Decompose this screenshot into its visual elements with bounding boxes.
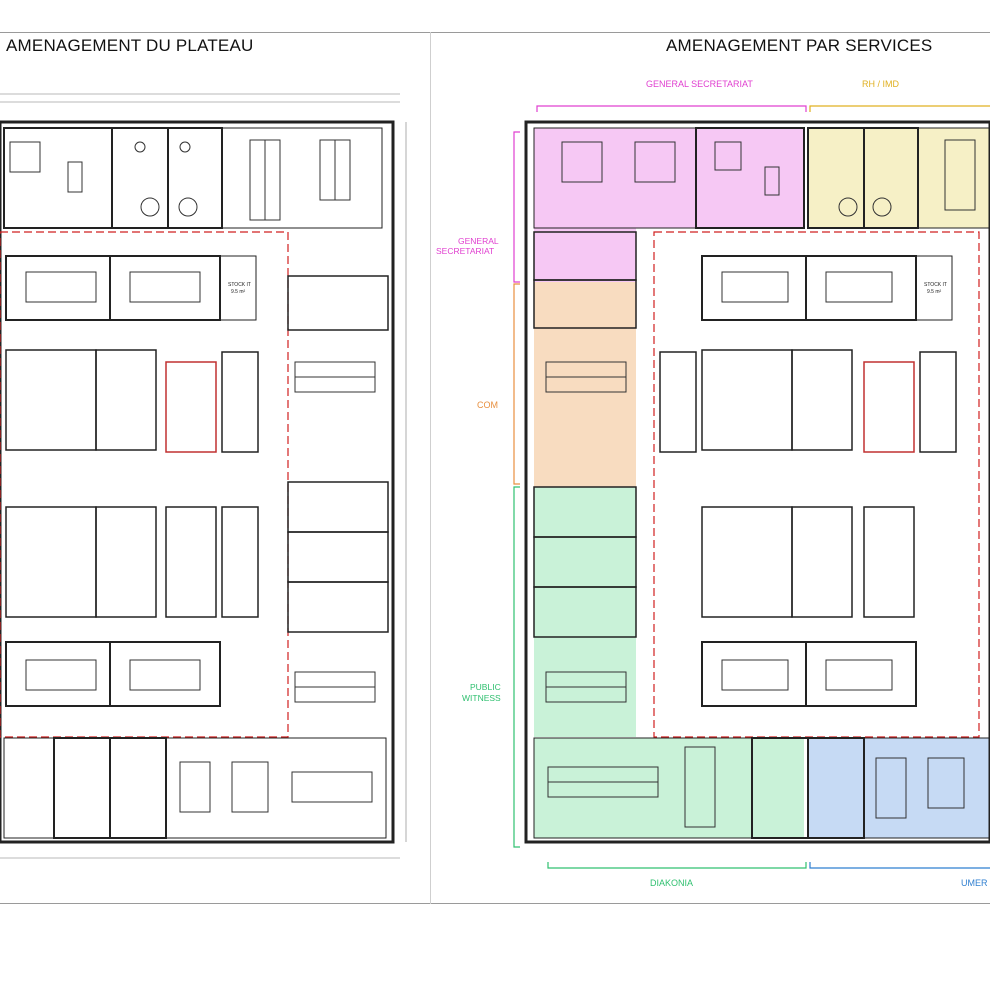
center-divider-line xyxy=(430,32,431,904)
zone-general-secretariat-side xyxy=(534,228,636,282)
zone-umer xyxy=(808,738,990,838)
east-wing-desks xyxy=(294,361,376,703)
zone-public-witness xyxy=(534,487,636,737)
label-public-witness-1: PUBLIC xyxy=(470,682,501,692)
meeting-rooms xyxy=(701,255,953,707)
stock-it-label: STOCK IT xyxy=(228,282,251,288)
fire-compartment-line xyxy=(0,231,289,738)
label-public-witness-2: WITNESS xyxy=(462,693,501,703)
top-desks xyxy=(561,139,976,217)
service-brackets xyxy=(513,105,990,869)
meeting-tables-bottom xyxy=(25,659,201,691)
left-side-rooms xyxy=(533,231,637,638)
label-rh-imd: RH / IMD xyxy=(862,79,899,89)
stock-it-area: 9.5 m² xyxy=(231,289,246,295)
label-general-secretariat-top: GENERAL SECRETARIAT xyxy=(646,79,753,89)
bottom-border-line xyxy=(0,903,990,904)
east-wing-rooms xyxy=(287,275,389,633)
stock-it-area: 9.5 m² xyxy=(927,289,942,295)
top-offices xyxy=(533,127,990,229)
building-core xyxy=(659,349,957,618)
meeting-tables-top xyxy=(25,271,201,303)
outer-wall xyxy=(0,120,395,844)
fire-compartment-line xyxy=(653,231,980,738)
zone-diakonia xyxy=(534,738,804,838)
dimension-lines xyxy=(0,93,407,859)
left-side-desks xyxy=(545,361,627,703)
left-plan-title: AMENAGEMENT DU PLATEAU xyxy=(6,36,254,55)
bottom-offices xyxy=(533,737,990,839)
right-plan-title: AMENAGEMENT PAR SERVICES xyxy=(666,36,933,55)
zone-com xyxy=(534,282,636,487)
bottom-desks xyxy=(179,761,373,813)
label-diakonia: DIAKONIA xyxy=(650,878,693,888)
meeting-tables xyxy=(721,271,893,691)
label-general-secretariat-side-2: SECRETARIAT xyxy=(436,246,494,256)
zone-rh-imd xyxy=(808,128,990,228)
label-umer: UMER xyxy=(961,878,988,888)
stock-it-label: STOCK IT xyxy=(924,282,947,288)
top-desks xyxy=(9,139,351,221)
building-core xyxy=(5,349,259,707)
top-border-line xyxy=(0,32,990,33)
right-floor-plan: STOCK IT 9.5 m² GENERAL SECRETARIAT RH xyxy=(436,79,990,888)
label-com: COM xyxy=(477,400,498,410)
bottom-desks xyxy=(547,746,965,828)
outer-wall xyxy=(524,120,990,844)
left-floor-plan: STOCK IT 9.5 m² xyxy=(0,93,407,859)
top-offices xyxy=(3,127,383,229)
zone-general-secretariat xyxy=(534,128,804,228)
label-general-secretariat-side-1: GENERAL xyxy=(458,236,499,246)
bottom-offices xyxy=(3,737,387,839)
meeting-rooms-top xyxy=(5,255,257,321)
